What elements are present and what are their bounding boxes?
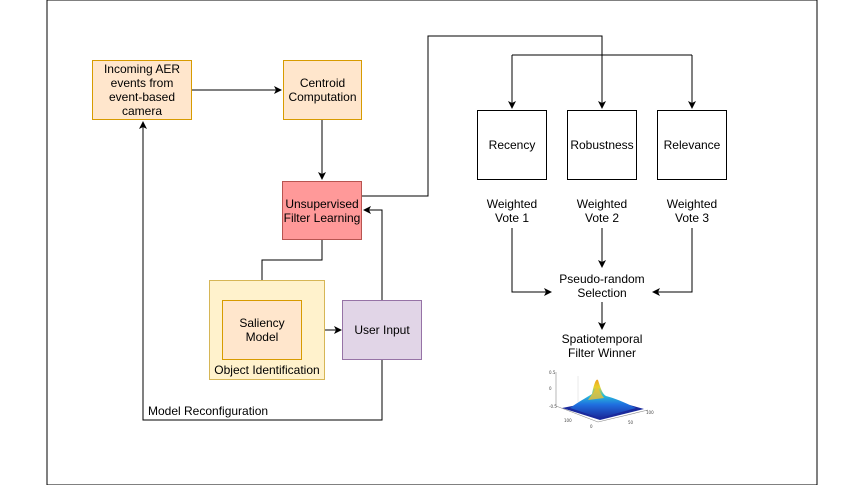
object-identification-label: Object Identification bbox=[214, 363, 320, 377]
svg-text:0: 0 bbox=[590, 424, 593, 429]
weighted-vote-1: Weighted Vote 1 bbox=[486, 197, 538, 225]
edge-user-unsupervised bbox=[363, 206, 383, 300]
edge-unsupervised-saliency bbox=[258, 240, 323, 300]
svg-text:100: 100 bbox=[646, 410, 654, 415]
node-centroid-computation: Centroid Computation bbox=[283, 60, 362, 120]
model-reconfiguration-label: Model Reconfiguration bbox=[148, 404, 269, 418]
node-relevance: Relevance bbox=[657, 110, 727, 180]
node-aer-events: Incoming AER events from event-based cam… bbox=[92, 60, 192, 120]
spatiotemporal-filter-winner: Spatiotemporal Filter Winner bbox=[561, 332, 643, 360]
edge-vote1-selection bbox=[511, 228, 552, 296]
node-robustness: Robustness bbox=[567, 110, 637, 180]
svg-text:0.5: 0.5 bbox=[549, 370, 556, 375]
weighted-vote-2: Weighted Vote 2 bbox=[576, 197, 628, 225]
edge-user-reconfig-aer bbox=[139, 121, 383, 421]
pseudo-random-selection: Pseudo-random Selection bbox=[559, 272, 645, 300]
svg-text:100: 100 bbox=[564, 418, 572, 423]
weighted-vote-3: Weighted Vote 3 bbox=[666, 197, 718, 225]
surface-plot-thumbnail: 0.5 0 -0.5 100 0 50 100 bbox=[549, 370, 654, 429]
node-saliency-model: Saliency Model bbox=[222, 300, 302, 360]
page-frame bbox=[46, 0, 818, 485]
svg-text:-0.5: -0.5 bbox=[549, 404, 557, 409]
edge-unsupervised-bus bbox=[362, 35, 606, 197]
node-recency: Recency bbox=[477, 110, 547, 180]
svg-text:0: 0 bbox=[549, 386, 552, 391]
svg-text:50: 50 bbox=[628, 420, 634, 425]
node-user-input: User Input bbox=[342, 300, 422, 360]
node-unsupervised-filter-learning: Unsupervised Filter Learning bbox=[282, 181, 362, 240]
edge-vote3-selection bbox=[652, 228, 693, 296]
